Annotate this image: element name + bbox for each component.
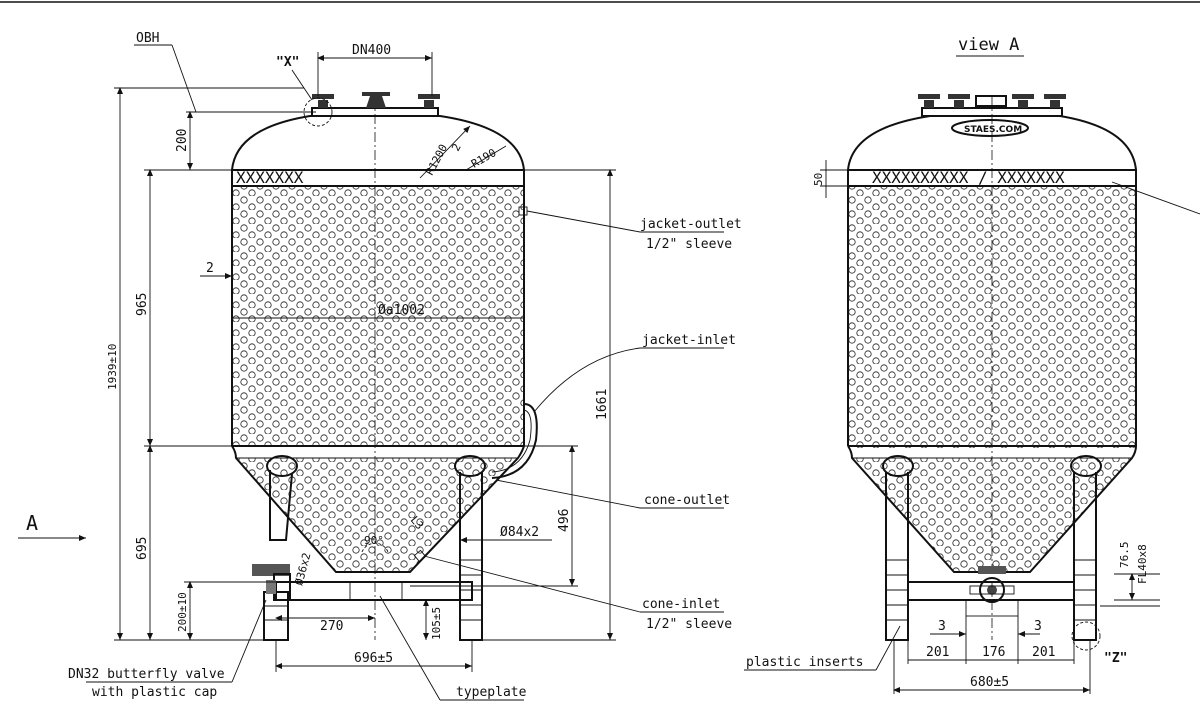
- jacket-inlet-label: jacket-inlet: [642, 333, 736, 348]
- dim-r190: R190: [469, 146, 498, 171]
- brand-plate: [951, 119, 1029, 137]
- dim-76-5: 76.5: [1118, 542, 1131, 569]
- dim-695: 695: [135, 537, 150, 560]
- dim-3-left: 3: [938, 619, 946, 634]
- left-tank-view: XXXXXXX: [231, 92, 538, 641]
- plastic-inserts-label: plastic inserts: [746, 655, 863, 670]
- view-a-title: view A: [958, 35, 1019, 55]
- left-callouts: jacket-outlet 1/2" sleeve jacket-inlet c…: [68, 210, 742, 701]
- dim-200-10: 200±10: [176, 592, 189, 632]
- typeplate-plate: [349, 581, 403, 601]
- cone-inlet-sub: 1/2" sleeve: [646, 617, 732, 632]
- dim-965: 965: [135, 293, 150, 316]
- jacket-outlet-label: jacket-outlet: [640, 217, 742, 232]
- right-butterfly-valve: [969, 566, 1015, 603]
- dim-496: 496: [557, 509, 572, 532]
- dim-1661: 1661: [595, 389, 610, 420]
- right-callouts: plastic inserts "Z": [744, 625, 1127, 671]
- dim-105: 105±5: [430, 607, 443, 640]
- butterfly-valve-label: DN32 butterfly valve: [68, 667, 225, 682]
- x-detail-label: "X": [276, 55, 299, 70]
- cone-inlet-label: cone-inlet: [642, 597, 720, 612]
- dim-176: 176: [982, 645, 1005, 660]
- dim-1939: 1939±10: [106, 344, 119, 390]
- dim-dia1002: Øa1002: [378, 303, 425, 318]
- dim-fl40x8: FL40x8: [1136, 544, 1149, 584]
- right-manway-fittings: [918, 94, 1066, 117]
- right-band-text: XXXXXXXXXX / XXXXXXX: [872, 168, 1065, 187]
- dimple-jacket: [232, 186, 524, 446]
- z-detail-label: "Z": [1104, 651, 1127, 666]
- right-tank-view: view A STAES.COM XXXXXXXXXX / XXXXXXX: [847, 35, 1137, 651]
- dim-3-right: 3: [1034, 619, 1042, 634]
- tank-cone: [231, 445, 525, 573]
- butterfly-valve-sub: with plastic cap: [92, 685, 217, 700]
- dim-696: 696±5: [354, 651, 393, 666]
- right-dimensions: 50 76.5 FL40x8 3 3 201 176 201 680±5: [812, 160, 1200, 694]
- jacket-outlet-sub: 1/2" sleeve: [646, 237, 732, 252]
- dim-50: 50: [812, 173, 825, 186]
- dim-680: 680±5: [970, 675, 1009, 690]
- cone-outlet-label: cone-outlet: [644, 493, 730, 508]
- dim-201-right: 201: [1032, 645, 1055, 660]
- dim-200-top: 200: [175, 129, 190, 152]
- jacket-inlet-hose: [491, 403, 538, 479]
- dim-2-top: 2: [449, 141, 464, 153]
- butterfly-valve: [252, 564, 291, 601]
- brand-text: STAES.COM: [964, 125, 1022, 135]
- dim-dia84: Ø84x2: [500, 525, 539, 540]
- dim-201-left: 201: [926, 645, 949, 660]
- dim-dn400: DN400: [352, 43, 391, 58]
- view-a-marker: A: [26, 511, 38, 535]
- left-leg: [266, 455, 298, 541]
- dim-270: 270: [320, 619, 343, 634]
- dim-90deg: 90°: [364, 534, 384, 547]
- dim-r1200: R1200: [423, 142, 450, 177]
- typeplate-label: typeplate: [456, 685, 527, 700]
- obh-label: OBH: [136, 31, 159, 46]
- dim-2-left: 2: [206, 261, 214, 276]
- manway-lid: [311, 92, 440, 117]
- label-band: [231, 169, 525, 187]
- left-band-text: XXXXXXX: [236, 168, 304, 187]
